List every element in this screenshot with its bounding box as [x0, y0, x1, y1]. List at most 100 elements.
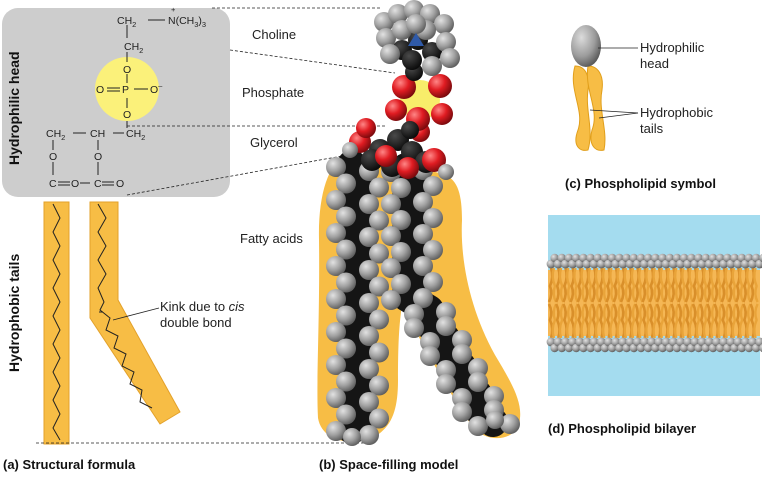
lipid-tail — [601, 267, 608, 303]
lipid-tail — [717, 267, 723, 303]
lipid-tail — [551, 267, 558, 303]
hydrophilic-head-label: Hydrophilic head — [6, 51, 22, 165]
hydrogen-atom — [440, 48, 460, 68]
lipid-tail — [666, 303, 673, 339]
hydrogen-atom — [423, 208, 443, 228]
lipid-tail — [717, 303, 723, 339]
hydrogen-atom — [369, 342, 389, 363]
lipid-tail — [724, 267, 730, 303]
hydrogen-atom — [359, 392, 379, 412]
hydrogen-atom — [381, 258, 401, 278]
fatty-acids-label: Fatty acids — [240, 231, 303, 246]
hydrogen-atom — [420, 4, 440, 24]
oxygen-atom — [397, 157, 419, 179]
hydrogen-atom — [452, 330, 472, 350]
hydrogen-atom — [452, 344, 472, 364]
hydrogen-atom — [326, 322, 346, 342]
oxygen-atom — [356, 118, 376, 138]
formula-o-double: O — [96, 84, 104, 96]
lipid-tail — [637, 303, 644, 339]
oxygen-atom — [385, 99, 407, 121]
straight-tail-zigzag — [52, 203, 61, 441]
phospholipid-symbol: Hydrophilic head Hydrophobic tails (c) P… — [565, 25, 716, 191]
lipid-tail — [623, 267, 630, 303]
lipid-tail — [688, 267, 694, 303]
hydrogen-atom — [359, 260, 379, 280]
lipid-tail — [753, 267, 759, 303]
hydrogen-atom — [336, 206, 356, 227]
lipid-tail — [587, 267, 594, 303]
hydrogen-atom — [369, 375, 389, 396]
hydrogen-atom — [359, 194, 379, 214]
formula-choline-ch2: CH2 — [117, 15, 136, 29]
hydrogen-atom — [336, 305, 356, 326]
hydrogen-atom — [326, 157, 346, 177]
phosphate-label: Phosphate — [242, 85, 304, 100]
formula-glycerol-ch2-left: CH2 — [46, 128, 65, 142]
hydrogen-atom — [468, 358, 488, 378]
hydrogen-atom — [381, 226, 401, 246]
hydrogen-atom — [391, 274, 411, 294]
lipid-head — [755, 337, 762, 347]
lipid-tail — [652, 303, 658, 339]
lipid-tail — [623, 303, 630, 339]
panel-a-caption: (a) Structural formula — [3, 457, 136, 472]
hydrogen-atom — [388, 4, 408, 24]
oxygen-atom — [431, 103, 453, 125]
oxygen-atom — [392, 75, 416, 99]
lipid-head — [755, 259, 762, 269]
glycerol-label: Glycerol — [250, 135, 298, 150]
lipid-tail — [702, 303, 709, 339]
nitrogen-atom — [408, 33, 424, 46]
lipid-tail — [551, 303, 558, 339]
symbol-tails-label-line2: tails — [640, 121, 664, 136]
lipid-tail — [580, 303, 586, 339]
formula-glycerol-ch2-right: CH2 — [126, 128, 145, 142]
hydrogen-atom — [420, 346, 440, 366]
kink-label-line2: double bond — [160, 315, 232, 330]
hydrogen-atom — [359, 326, 379, 346]
kinked-fatty-acid-tail — [89, 201, 181, 425]
formula-o-right: O — [94, 151, 102, 163]
space-filling-model: Choline Phosphate Glycerol Fatty acids (… — [240, 0, 521, 472]
hydrogen-atom — [452, 388, 472, 408]
lipid-tail — [695, 303, 702, 339]
lipid-tail — [681, 303, 687, 339]
hydrogen-atom — [326, 223, 346, 243]
carbon-atom — [402, 50, 422, 70]
hydrogen-atom — [359, 359, 379, 379]
hydrogen-atom — [423, 240, 443, 260]
hydrogen-atom — [381, 194, 401, 214]
hydrogen-atom — [420, 332, 440, 352]
lipid-tail — [753, 303, 759, 339]
lipid-tail — [738, 303, 745, 339]
hydrogen-atom — [438, 164, 454, 180]
hydrogen-atom — [436, 302, 456, 322]
hydrogen-atom — [436, 360, 456, 380]
hydrogen-atom — [404, 318, 424, 338]
choline-label: Choline — [252, 27, 296, 42]
symbol-head-label-line1: Hydrophilic — [640, 40, 705, 55]
hydrogen-atom — [369, 177, 389, 198]
symbol-tail-right — [586, 65, 606, 151]
lipid-tail — [731, 303, 738, 339]
formula-o-minus: O– — [150, 81, 163, 96]
kinked-tail-zigzag — [97, 203, 153, 409]
symbol-head — [571, 25, 601, 67]
hydrogen-atom — [468, 416, 488, 436]
formula-n-group: N(CH3)3 — [168, 15, 206, 29]
lipid-tail — [731, 267, 738, 303]
carbon-atom — [422, 42, 442, 62]
formula-o-carbonyl-left: O — [71, 178, 79, 190]
hydrogen-atom — [336, 239, 356, 260]
tails-pointer-2 — [598, 112, 639, 119]
formula-o-carbonyl-right: O — [116, 178, 124, 190]
lipid-head — [759, 344, 762, 352]
formula-o-bottom: O — [123, 109, 131, 121]
hydrogen-atom — [486, 411, 504, 429]
tails-pointer-1 — [589, 109, 639, 114]
hydrogen-atom — [468, 372, 488, 392]
lipid-tail — [645, 303, 651, 339]
lipid-tail — [645, 267, 651, 303]
